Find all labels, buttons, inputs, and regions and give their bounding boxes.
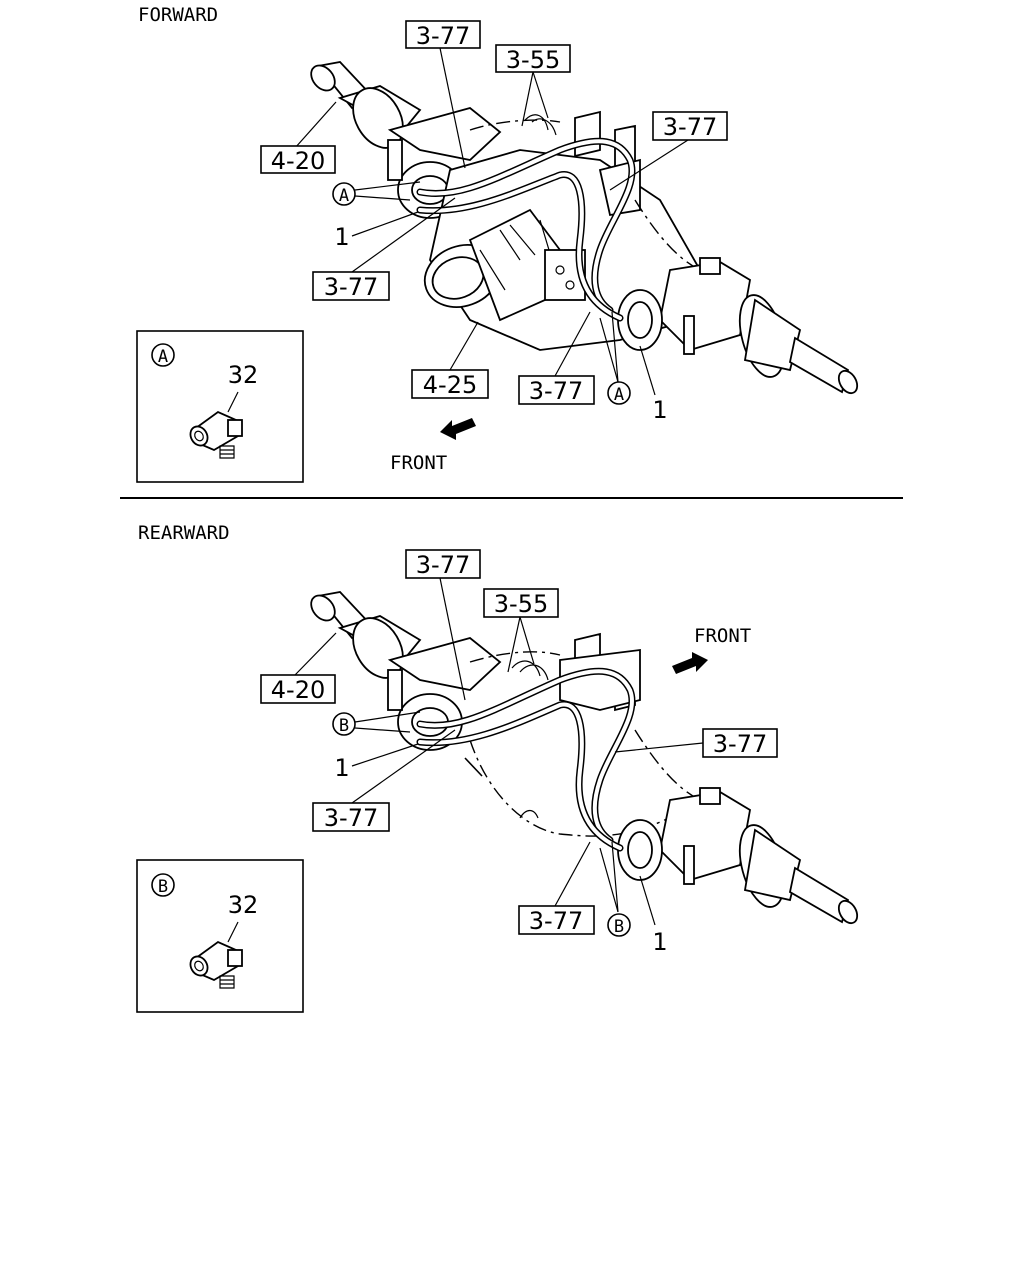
forward-callout-pipe-left: 3-77 xyxy=(312,271,390,301)
rearward-front-label: FRONT xyxy=(694,625,751,647)
rearward-section: REARWARD xyxy=(136,522,859,1013)
forward-number-right: 1 xyxy=(652,396,667,424)
rearward-callout-hose-top: 3-55 xyxy=(483,588,559,618)
forward-front-label: FRONT xyxy=(390,452,447,474)
forward-front-indicator: FRONT xyxy=(390,418,476,474)
callout-label: 4-20 xyxy=(271,676,325,704)
forward-title: FORWARD xyxy=(138,4,218,26)
callout-label: 4-20 xyxy=(271,147,325,175)
callout-label: 3-77 xyxy=(663,113,717,141)
detail-part-number: 32 xyxy=(228,361,259,389)
forward-axle-drawing xyxy=(310,61,859,395)
forward-leaders xyxy=(294,47,689,396)
rearward-circle-letter-bottom: B xyxy=(607,913,631,937)
detail-letter: A xyxy=(158,347,168,367)
callout-label: 3-77 xyxy=(529,377,583,405)
front-arrow-icon xyxy=(672,652,708,674)
forward-callout-hose-top: 3-55 xyxy=(495,44,571,74)
forward-section: FORWARD xyxy=(136,4,859,483)
callout-label: 3-77 xyxy=(416,22,470,50)
forward-callout-pipe-bottom: 3-77 xyxy=(518,375,595,405)
rearward-callout-pipe-right: 3-77 xyxy=(702,728,778,758)
rearward-callout-pipe-bottom: 3-77 xyxy=(518,905,595,935)
circle-letter: B xyxy=(614,917,624,937)
callout-label: 3-55 xyxy=(494,590,548,618)
forward-callout-housing: 4-25 xyxy=(411,369,489,399)
detail-letter: B xyxy=(158,877,168,897)
forward-callout-pipe-top: 3-77 xyxy=(405,20,481,50)
circle-letter: A xyxy=(614,385,624,405)
circle-letter: A xyxy=(339,186,349,206)
callout-label: 3-77 xyxy=(324,804,378,832)
forward-circle-letter-bottom: A xyxy=(607,381,631,405)
rearward-leaders xyxy=(294,577,704,926)
rearward-number-right: 1 xyxy=(652,928,667,956)
callout-label: 3-55 xyxy=(506,46,560,74)
elbow-fitting-icon xyxy=(189,410,243,459)
callout-label: 3-77 xyxy=(324,273,378,301)
elbow-fitting-icon xyxy=(189,940,243,989)
forward-circle-letter-left: A xyxy=(332,182,356,206)
rearward-callout-axle-left: 4-20 xyxy=(260,674,336,704)
rearward-axle-drawing xyxy=(310,591,859,925)
rearward-callout-pipe-left: 3-77 xyxy=(312,802,390,832)
rearward-circle-letter-left: B xyxy=(332,712,356,736)
front-arrow-icon xyxy=(440,418,476,440)
callout-label: 3-77 xyxy=(529,907,583,935)
detail-part-number: 32 xyxy=(228,891,259,919)
rearward-callout-pipe-top: 3-77 xyxy=(405,549,481,579)
circle-letter: B xyxy=(339,716,349,736)
rearward-number-left: 1 xyxy=(334,754,349,782)
forward-callout-axle-left: 4-20 xyxy=(260,145,336,175)
rearward-title: REARWARD xyxy=(138,522,230,544)
callout-label: 3-77 xyxy=(416,551,470,579)
rearward-detail-box: B 32 xyxy=(136,859,304,1013)
forward-detail-box: A 32 xyxy=(136,330,304,483)
callout-label: 4-25 xyxy=(423,371,477,399)
callout-label: 3-77 xyxy=(713,730,767,758)
rearward-front-indicator: FRONT xyxy=(672,625,751,674)
forward-number-left: 1 xyxy=(334,223,349,251)
forward-callout-pipe-right: 3-77 xyxy=(652,111,728,141)
